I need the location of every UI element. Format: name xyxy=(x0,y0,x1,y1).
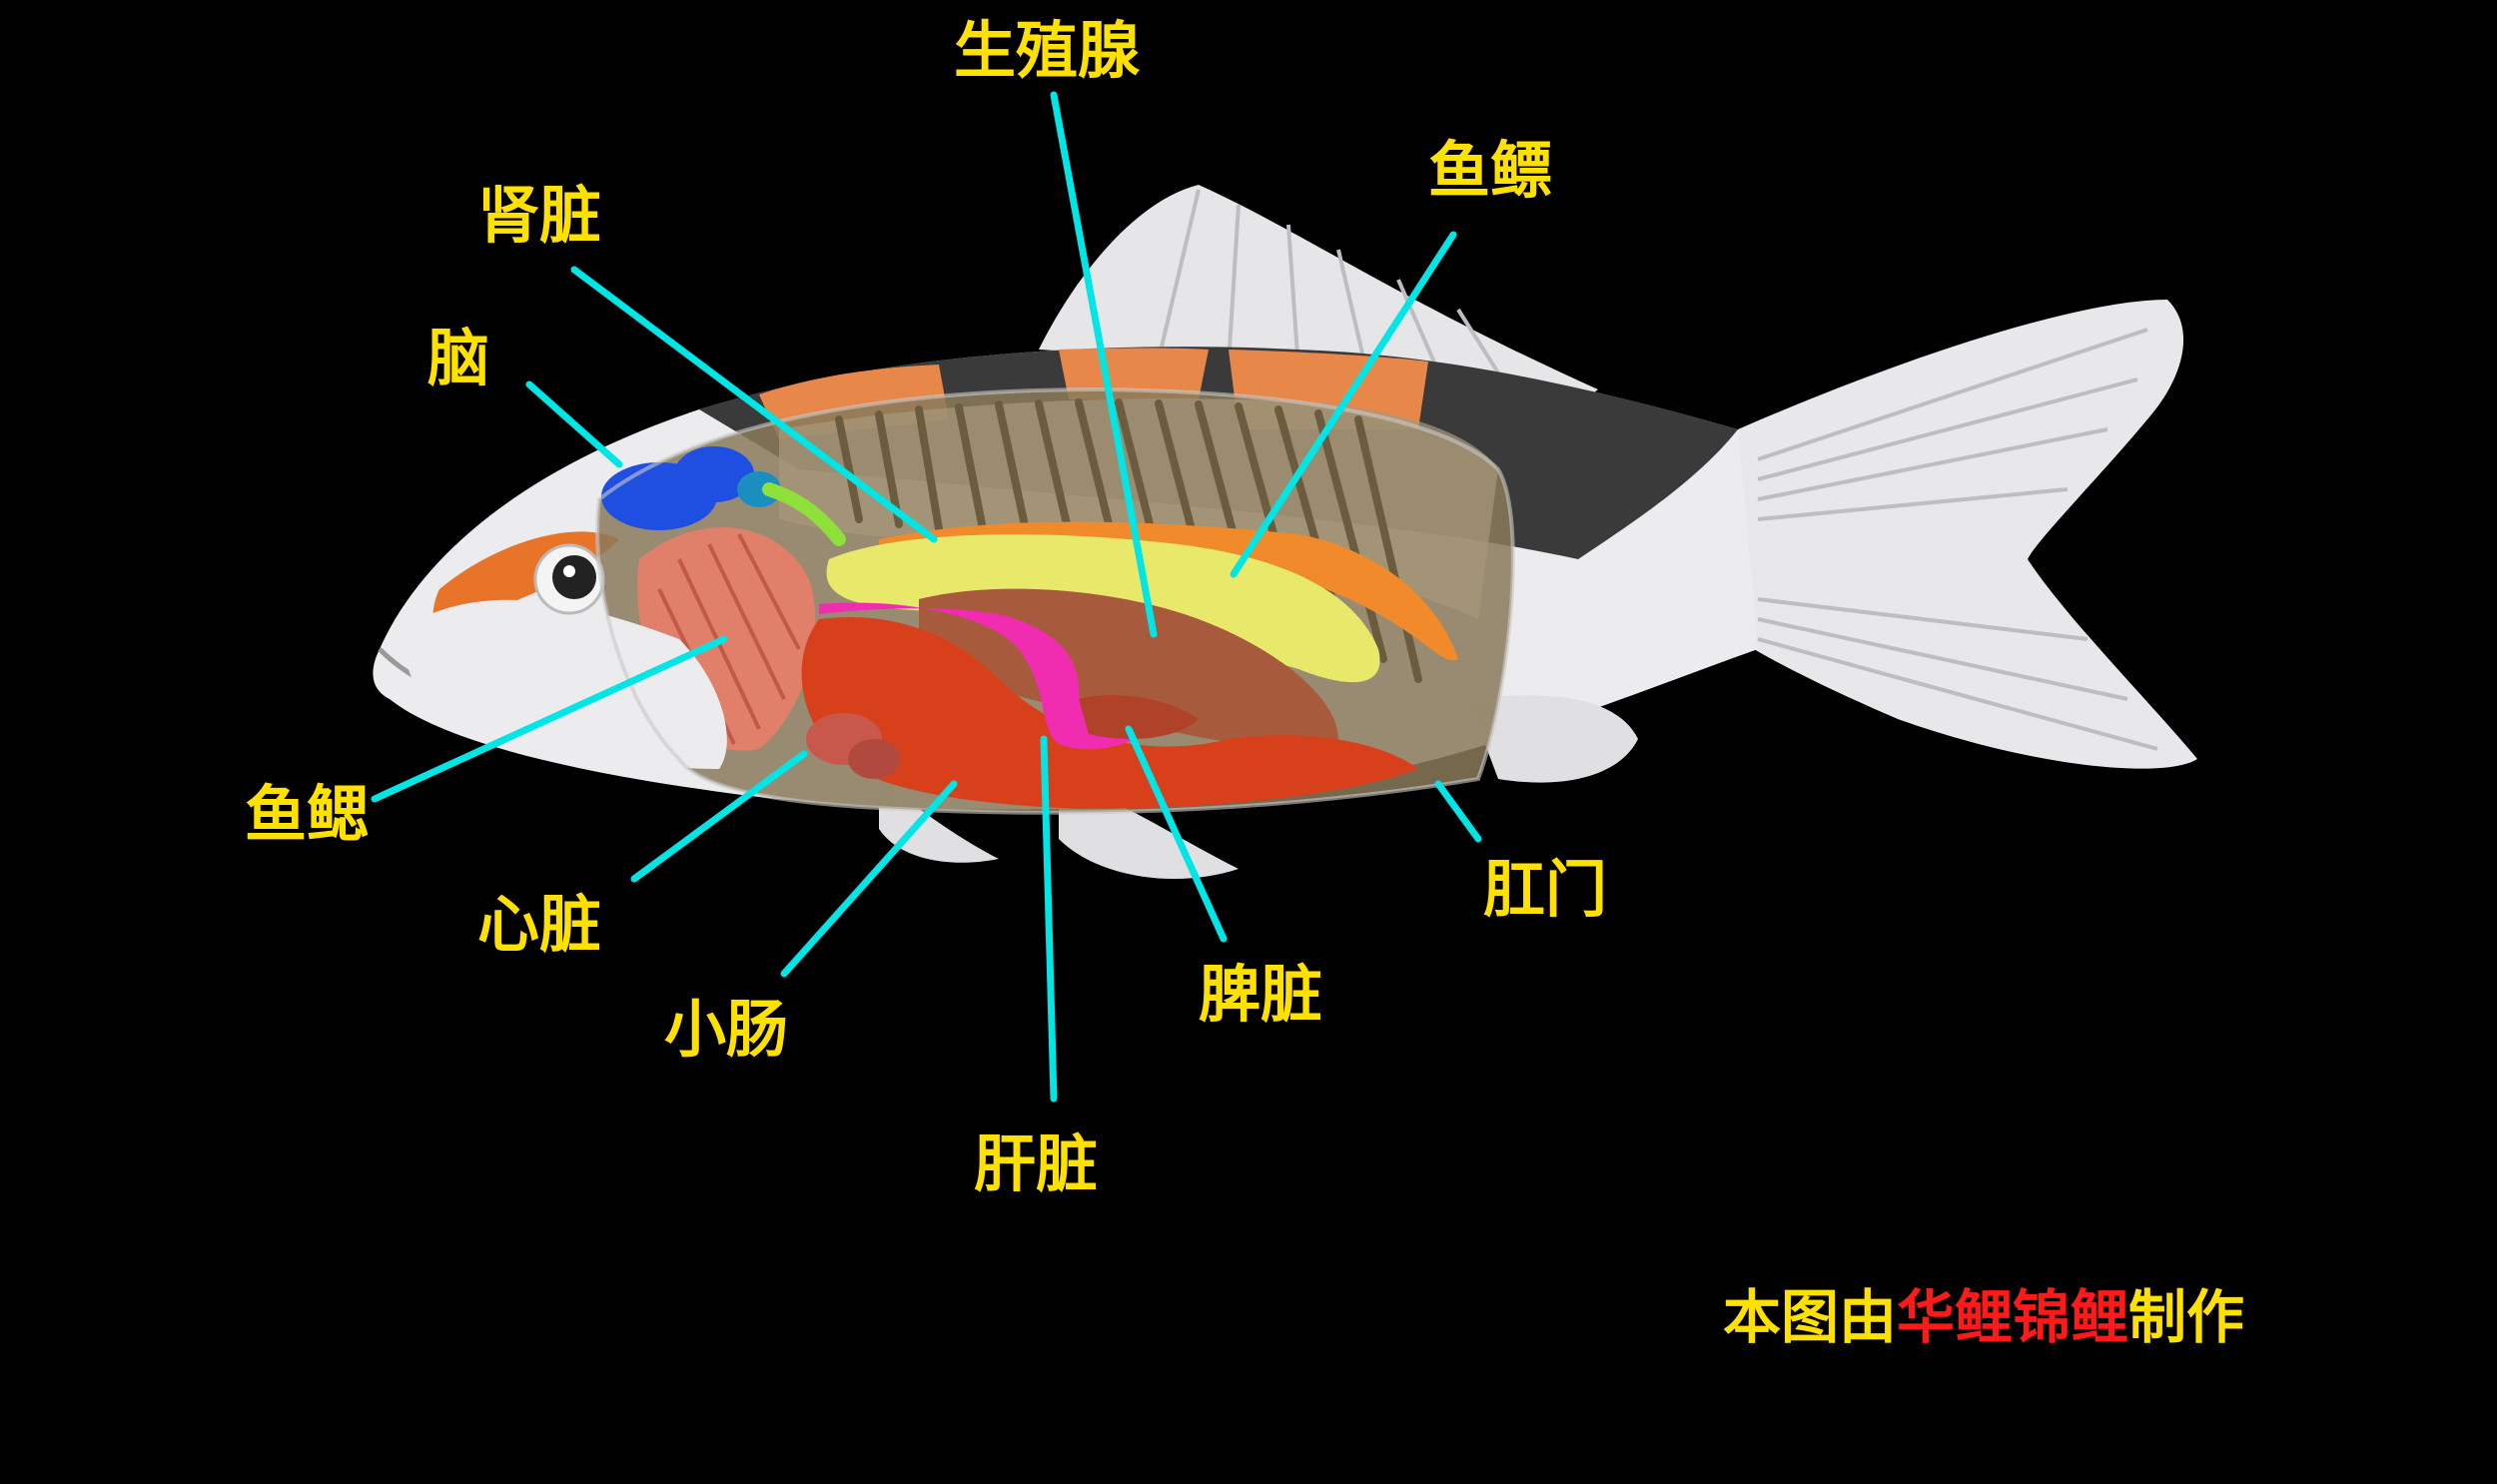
leader-line-heart xyxy=(630,750,808,883)
spinal-cord xyxy=(762,482,846,546)
leader-line-kidney xyxy=(570,266,938,543)
liver-organ xyxy=(801,617,1418,809)
tail-fin xyxy=(1738,300,2197,769)
leader-line-small-intestine xyxy=(780,780,958,978)
label-gonad: 生殖腺 xyxy=(954,14,1141,87)
credit-brand: 华鲤锦鲤 xyxy=(1897,1283,2129,1351)
label-swim-bladder: 鱼鳔 xyxy=(1428,134,1553,207)
leader-lines xyxy=(371,91,1482,1103)
leader-line-swim-bladder xyxy=(1230,231,1457,578)
spleen-organ xyxy=(1079,695,1199,739)
label-small-intestine: 小肠 xyxy=(664,993,789,1066)
label-anus: 肛门 xyxy=(1483,853,1608,926)
label-brain: 脑 xyxy=(427,322,490,394)
dorsal-fin xyxy=(1039,185,1598,419)
credit-line: 本图由华鲤锦鲤制作 xyxy=(1723,1288,2244,1346)
leader-line-spleen xyxy=(1125,725,1228,943)
label-gill: 鱼鳃 xyxy=(245,778,370,851)
leader-line-anus xyxy=(1434,780,1482,843)
leader-line-brain xyxy=(525,380,623,468)
label-kidney: 肾脏 xyxy=(477,179,602,252)
eye xyxy=(533,543,605,615)
leader-line-gill xyxy=(371,635,728,803)
brain-organ xyxy=(601,446,781,530)
leader-line-gonad xyxy=(1050,91,1158,638)
credit-prefix: 本图由 xyxy=(1723,1283,1898,1351)
label-heart: 心脏 xyxy=(477,888,602,961)
label-liver: 肝脏 xyxy=(974,1127,1099,1200)
label-spleen: 脾脏 xyxy=(1199,958,1323,1031)
credit-suffix: 制作 xyxy=(2128,1283,2245,1351)
intestine-organ xyxy=(819,602,1159,750)
leader-line-liver xyxy=(1040,735,1058,1103)
gill-cover xyxy=(407,599,727,769)
heart-organ xyxy=(806,713,900,779)
